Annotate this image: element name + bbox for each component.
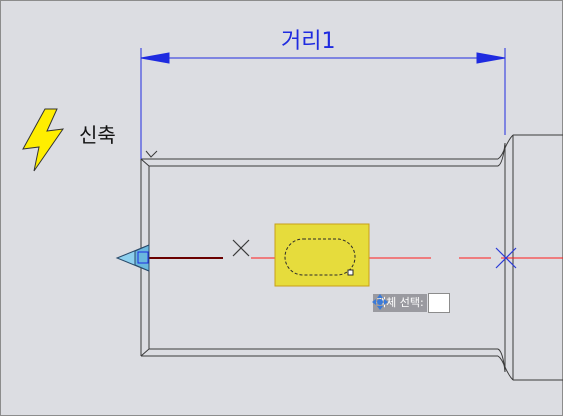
x-marker-right: [495, 247, 517, 269]
corner-tick: [145, 150, 158, 158]
selected-object-highlight[interactable]: [274, 223, 370, 287]
lightning-bolt-icon: [22, 108, 65, 172]
prompt-text: 객체 선택:: [373, 294, 427, 312]
command-prompt-tooltip: 객체 선택:: [371, 293, 450, 313]
prompt-input[interactable]: [427, 293, 450, 313]
dimension-label: 거리1: [281, 29, 336, 54]
dimension-annotation[interactable]: [140, 48, 506, 159]
x-marker-left: [232, 239, 250, 257]
move-cursor-icon: [372, 294, 388, 310]
command-label: 신축: [79, 123, 116, 147]
arrow-grip-icon[interactable]: [115, 244, 150, 272]
